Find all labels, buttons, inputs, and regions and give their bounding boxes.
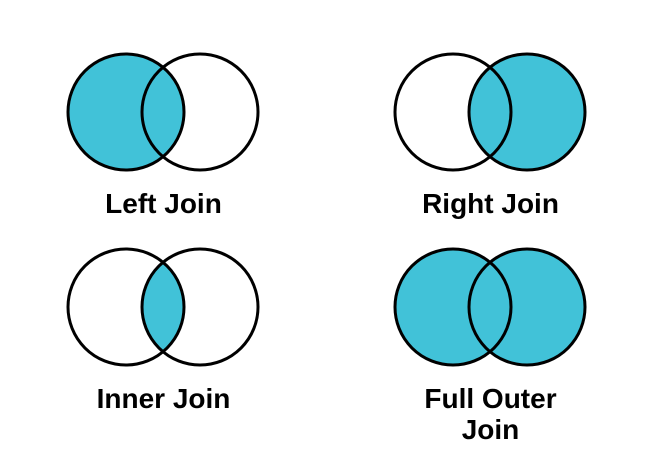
right-circle-outline bbox=[140, 52, 259, 172]
left-circle-outline bbox=[66, 247, 185, 367]
right-circle-fill bbox=[468, 54, 585, 170]
venn-cell-left-join: Left Join bbox=[0, 0, 327, 237]
join-label: Inner Join bbox=[96, 383, 231, 414]
left-circle-outline bbox=[66, 52, 185, 172]
left-circle-outline bbox=[393, 52, 512, 172]
venn-diagram-inner-join bbox=[66, 247, 259, 367]
venn-cell-full-outer-join: Full Outer Join bbox=[327, 237, 654, 474]
venn-diagram-right-join bbox=[393, 52, 586, 172]
right-circle-outline bbox=[140, 247, 259, 367]
left-circle-outline bbox=[393, 247, 512, 367]
right-circle-outline bbox=[467, 52, 586, 172]
venn-diagram-left-join bbox=[66, 52, 259, 172]
join-label: Full Outer Join bbox=[424, 383, 557, 445]
left-circle-fill bbox=[67, 54, 184, 170]
intersection-fill bbox=[141, 249, 184, 365]
venn-cell-right-join: Right Join bbox=[327, 0, 654, 237]
join-label: Right Join bbox=[422, 188, 559, 219]
venn-cell-inner-join: Inner Join bbox=[0, 237, 327, 474]
venn-diagram-full-outer-join bbox=[393, 247, 586, 367]
right-circle-outline bbox=[467, 247, 586, 367]
join-label: Left Join bbox=[105, 188, 222, 219]
right-circle-fill bbox=[468, 249, 585, 365]
